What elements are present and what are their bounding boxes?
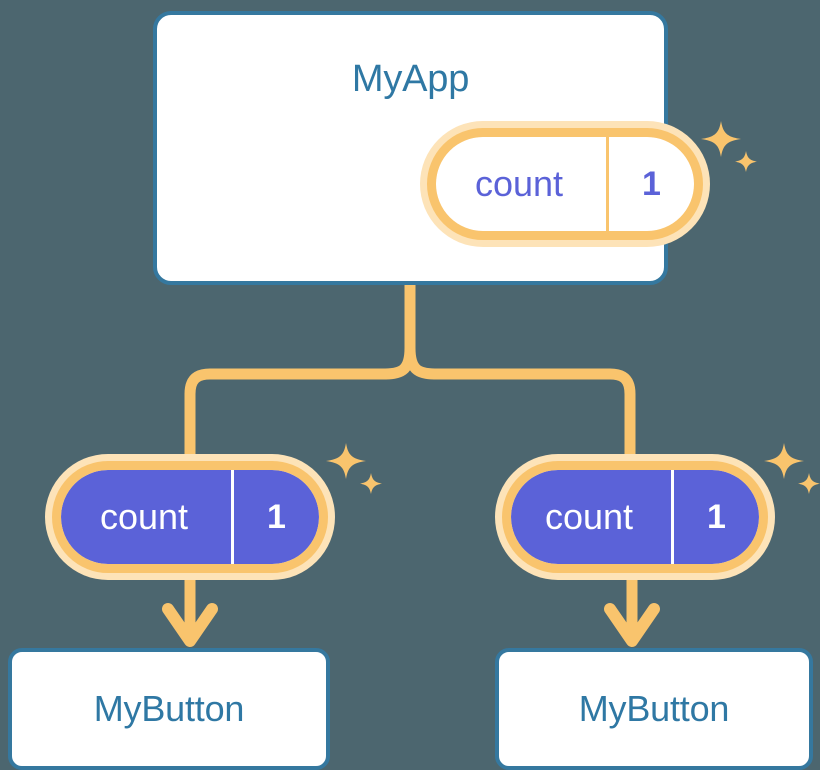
sparkle-large-shape (326, 443, 366, 479)
sparkle-small-shape (735, 151, 757, 172)
state-value-label: 1 (606, 137, 694, 231)
state-pill-ring: count 1 (52, 461, 328, 573)
arrow-down-icon-left (162, 603, 218, 647)
sparkle-icon (322, 441, 386, 505)
state-pill-body: count 1 (436, 137, 694, 231)
sparkle-small-shape (798, 473, 820, 494)
sparkle-large-shape (764, 443, 804, 479)
component-title-myapp: MyApp (351, 58, 470, 100)
state-pill-ring: count 1 (502, 461, 768, 573)
state-value-label: 1 (231, 470, 319, 564)
state-key-label: count (544, 496, 634, 537)
sparkle-small-shape (360, 473, 382, 494)
sparkle-large-shape (701, 121, 741, 157)
state-pill-body: count 1 (511, 470, 759, 564)
component-card-myapp[interactable]: MyApp count 1 (153, 11, 757, 285)
component-card-mybutton-left[interactable]: MyButton (8, 648, 330, 770)
arrow-down-icon-right (604, 603, 660, 647)
connector-branch-right (404, 342, 636, 461)
component-card-mybutton-right[interactable]: MyButton (495, 648, 813, 770)
state-value-label: 1 (671, 470, 759, 564)
state-pill-root[interactable]: count 1 (420, 121, 710, 247)
component-title-mybutton: MyButton (578, 688, 730, 729)
state-key-label: count (99, 496, 189, 537)
state-pill-body: count 1 (61, 470, 319, 564)
connector-branch-left (184, 342, 416, 461)
component-title-mybutton: MyButton (93, 688, 245, 729)
state-pill-ring: count 1 (427, 128, 703, 240)
state-pill-branch-right[interactable]: count 1 (495, 454, 775, 580)
state-pill-branch-left[interactable]: count 1 (45, 454, 335, 580)
state-key-label: count (474, 163, 564, 204)
